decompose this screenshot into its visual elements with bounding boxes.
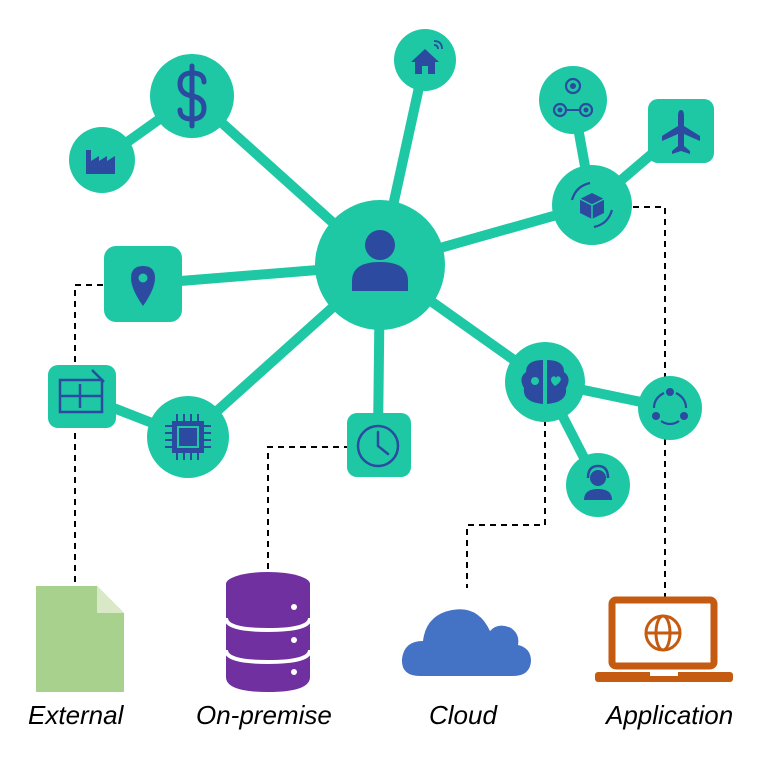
location-pin-icon: [131, 266, 155, 306]
airplane-node: [648, 99, 714, 163]
label-on-premise: On-premise: [196, 700, 332, 730]
location-node: [104, 246, 182, 322]
chip-icon: [165, 414, 211, 460]
clock-icon: [356, 424, 400, 468]
connector-cloud: [466, 420, 546, 588]
cycle-node: [638, 376, 702, 440]
support-node: [566, 453, 630, 517]
dollar-icon: [177, 63, 207, 129]
connector-external: [74, 284, 103, 585]
dollar-node: [150, 54, 234, 138]
package-node: [552, 165, 632, 245]
blueprint-icon: [58, 369, 105, 414]
database-icon: [224, 572, 312, 692]
team-node: [539, 66, 607, 134]
chip-node: [147, 396, 229, 478]
support-agent-icon: [584, 464, 612, 500]
brain-node: [505, 342, 585, 422]
external-document-icon: [36, 586, 124, 692]
dashed-connectors: [74, 206, 666, 597]
package-icon: [570, 181, 614, 229]
label-cloud: Cloud: [429, 700, 497, 730]
factory-icon: [86, 150, 115, 174]
team-icon: [552, 77, 594, 118]
home-icon: [411, 49, 439, 74]
globe-icon: [644, 614, 682, 652]
person-icon: [352, 230, 408, 291]
blueprint-node: [48, 365, 116, 428]
airplane-icon: [662, 110, 700, 154]
brain-icon: [521, 360, 569, 404]
center-node: [315, 200, 445, 330]
cloud-icon: [401, 609, 531, 676]
connector-application: [633, 206, 666, 597]
laptop-icon: [595, 596, 733, 682]
factory-node: [69, 127, 135, 193]
clock-node: [347, 413, 411, 477]
connector-on-premise: [267, 446, 350, 578]
label-external: External: [28, 700, 124, 730]
label-application: Application: [606, 700, 734, 730]
cycle-icon: [652, 388, 688, 426]
home-node: [394, 29, 456, 91]
